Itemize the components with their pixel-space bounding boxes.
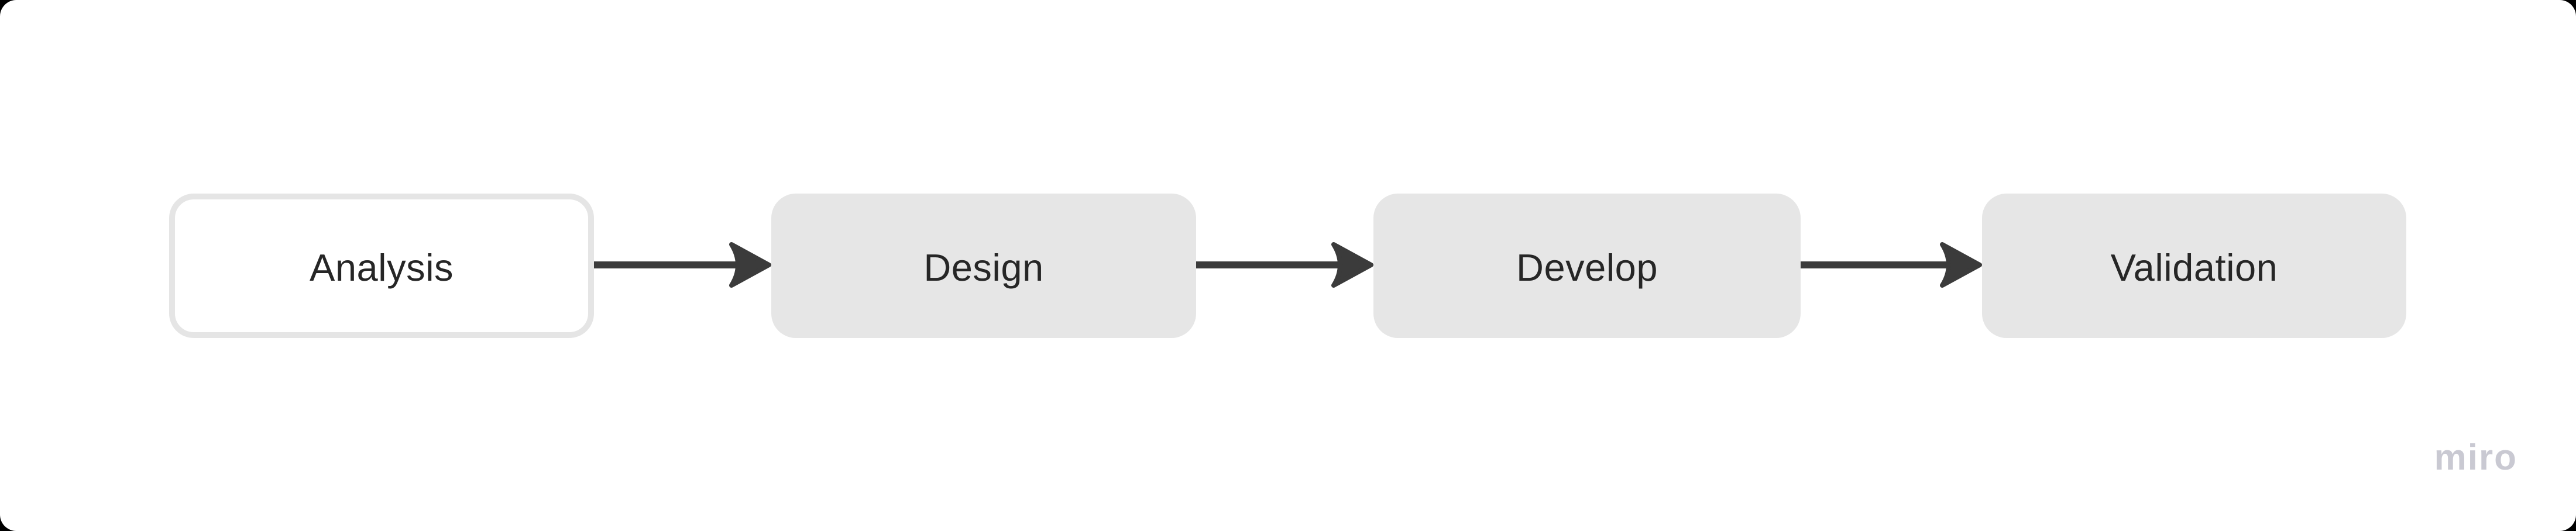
flow-node-develop[interactable]: Develop [1373, 194, 1801, 338]
flow-node-analysis[interactable]: Analysis [169, 194, 594, 338]
flow-node-label: Develop [1516, 246, 1658, 289]
flow-node-validation[interactable]: Validation [1982, 194, 2406, 338]
arrow-connector-icon[interactable] [594, 236, 771, 294]
miro-watermark: miro [2434, 437, 2517, 478]
arrow-connector-icon[interactable] [1196, 236, 1373, 294]
flow-node-design[interactable]: Design [771, 194, 1196, 338]
flow-node-label: Validation [2110, 246, 2278, 289]
arrow-connector-icon[interactable] [1801, 236, 1982, 294]
flow-node-label: Design [923, 246, 1044, 289]
flow-node-label: Analysis [309, 246, 454, 289]
